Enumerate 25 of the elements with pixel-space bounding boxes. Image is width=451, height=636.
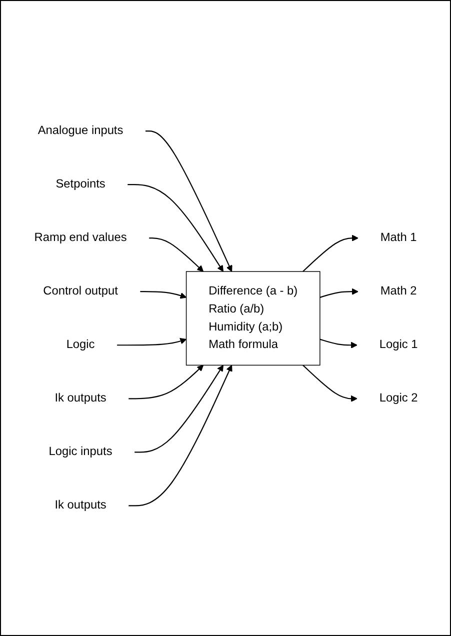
arrow	[116, 338, 186, 346]
arrow	[302, 364, 357, 402]
node-text: Ramp end values	[34, 231, 126, 244]
node-box: Difference (a - b) Ratio (a/b) Humidity (a;b) Math formula	[185, 270, 320, 366]
arrow	[127, 184, 224, 272]
node-text: Logic	[66, 338, 94, 351]
arrow	[128, 364, 232, 506]
arrow	[128, 364, 204, 399]
node-text: Setpoints	[55, 177, 105, 190]
arrow	[302, 234, 358, 272]
node-text: Analogue inputs	[37, 124, 123, 137]
node-text: Ik outputs	[54, 392, 106, 404]
arrow	[319, 288, 358, 298]
node-text: Math 2	[380, 284, 416, 298]
arrow	[145, 130, 232, 272]
arrow	[140, 290, 186, 298]
arrow	[134, 364, 224, 452]
node-text: Control output	[42, 284, 118, 298]
node-text: Logic 1	[378, 338, 418, 351]
node-text: Math 1	[380, 231, 416, 244]
node-text: Logic inputs	[48, 445, 112, 458]
arrow	[319, 338, 357, 348]
node-text: Ik outputs	[54, 498, 106, 512]
node-text: Logic 2	[378, 392, 418, 404]
arrow	[148, 237, 204, 272]
